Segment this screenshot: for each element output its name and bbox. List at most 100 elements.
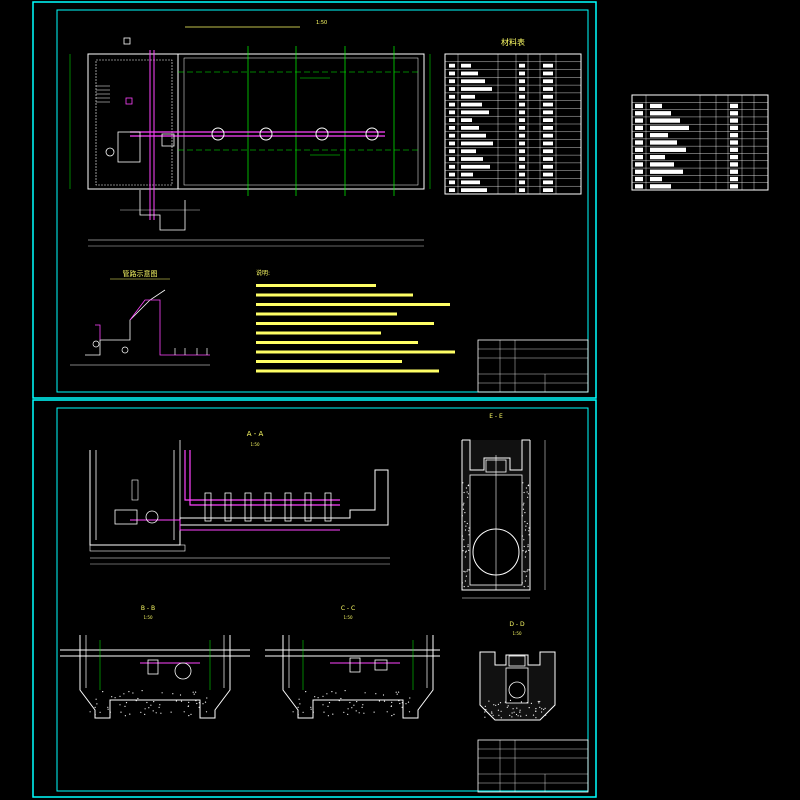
bom-cell-text-mark [519,79,525,84]
section-a-a-pipe [130,519,340,531]
concrete-hatch-dot [188,701,190,704]
concrete-hatch-dot [195,700,197,702]
concrete-hatch-dot [155,712,157,714]
pipe-schematic: 管路示意图 [70,269,210,366]
notes-lines [256,284,455,373]
concrete-hatch-dot [340,697,342,700]
bom-cell-text-mark [449,126,455,130]
side-cell-text-mark [650,125,689,131]
concrete-hatch-dot [141,690,143,692]
concrete-hatch-dot [493,704,495,706]
concrete-hatch-dot [390,705,392,708]
section-d-d-hatch [484,699,547,719]
concrete-hatch-dot [148,707,150,709]
notes-title: 说明: [256,269,270,277]
bom-grid [445,54,581,194]
concrete-hatch-dot [107,706,109,708]
bom-cell-text-mark [543,126,553,130]
bom-cell-text-mark [449,71,455,76]
section-b-b-valve [147,659,159,675]
side-cell-text-mark [650,118,680,123]
bom-cell-text-mark [449,172,455,177]
bom-cell-text-mark [519,172,525,177]
side-cell-text-mark [635,103,643,109]
note-line-text-mark [256,322,434,325]
concrete-hatch-dot [196,702,198,705]
concrete-hatch-dot [539,700,541,703]
note-line-text-mark [256,360,402,363]
concrete-hatch-dot [527,496,529,498]
concrete-hatch-dot [386,711,388,713]
plan-equipment [123,37,131,45]
pipe-schematic-title: 管路示意图 [123,269,158,278]
concrete-hatch-dot [323,711,325,713]
concrete-hatch-dot [467,493,469,495]
concrete-hatch-dot [527,493,530,495]
concrete-hatch-dot [491,712,493,714]
concrete-hatch-dot [466,491,468,493]
bom-cell-text-mark [543,180,553,185]
concrete-hatch-dot [512,708,514,710]
side-cell-text-mark [650,169,683,174]
concrete-hatch-dot [205,711,208,713]
bom-cell-text-mark [449,94,455,99]
concrete-hatch-dot [463,545,465,548]
section-a-a-title: A - A [247,430,264,438]
concrete-hatch-dot [521,515,524,517]
concrete-hatch-dot [506,706,508,708]
side-cell-text-mark [730,118,738,123]
concrete-hatch-dot [468,534,470,536]
concrete-hatch-dot [465,575,467,577]
concrete-hatch-dot [465,550,467,552]
bom-cell-text-mark [519,141,525,146]
concrete-hatch-dot [545,714,547,716]
side-cell-text-mark [635,125,643,131]
concrete-hatch-dot [524,556,527,558]
concrete-hatch-dot [95,698,97,700]
concrete-hatch-dot [464,521,466,523]
plan-drain-pipe [139,190,186,231]
concrete-hatch-dot [468,530,470,532]
concrete-hatch-dot [464,571,466,573]
concrete-hatch-dot [526,522,528,525]
concrete-hatch-dot [524,521,526,523]
concrete-hatch-dot [520,715,522,717]
bom-cell-text-mark [543,149,553,154]
side-cell-text-mark [635,133,643,138]
concrete-hatch-dot [119,695,121,697]
concrete-hatch-dot [328,702,331,704]
side-cell-text-mark [730,147,738,152]
section-a-a-risers [204,492,332,522]
bom-cell-text-mark [461,110,489,115]
concrete-hatch-dot [466,570,468,572]
concrete-hatch-dot [153,701,155,703]
side-material-table [631,94,769,191]
concrete-hatch-dot [467,544,469,546]
concrete-hatch-dot [356,701,358,703]
section-a-a-base [89,544,186,552]
concrete-hatch-dot [484,711,486,713]
concrete-hatch-dot [484,705,486,708]
bom-cell-text-mark [461,172,473,177]
concrete-hatch-dot [190,713,192,716]
concrete-hatch-dot [395,691,397,693]
concrete-hatch-dot [349,701,351,704]
concrete-hatch-dot [461,515,463,517]
concrete-hatch-dot [524,580,527,582]
concrete-hatch-dot [517,715,519,717]
bom-cell-text-mark [449,133,455,138]
plan-equipment [161,133,175,147]
concrete-hatch-dot [361,706,363,709]
bom-cell-text-mark [519,71,525,76]
concrete-hatch-dot [499,702,502,704]
concrete-hatch-dot [393,713,395,716]
section-a-a-ladder [131,479,139,501]
schematic-pipe [95,324,101,340]
bom-cell-text-mark [543,87,553,91]
section-a-a-pipe [184,450,340,501]
bom-cell-text-mark [461,157,483,161]
concrete-hatch-dot [522,504,524,506]
concrete-hatch-dot [399,702,401,705]
bom-cell-text-mark [449,180,455,185]
